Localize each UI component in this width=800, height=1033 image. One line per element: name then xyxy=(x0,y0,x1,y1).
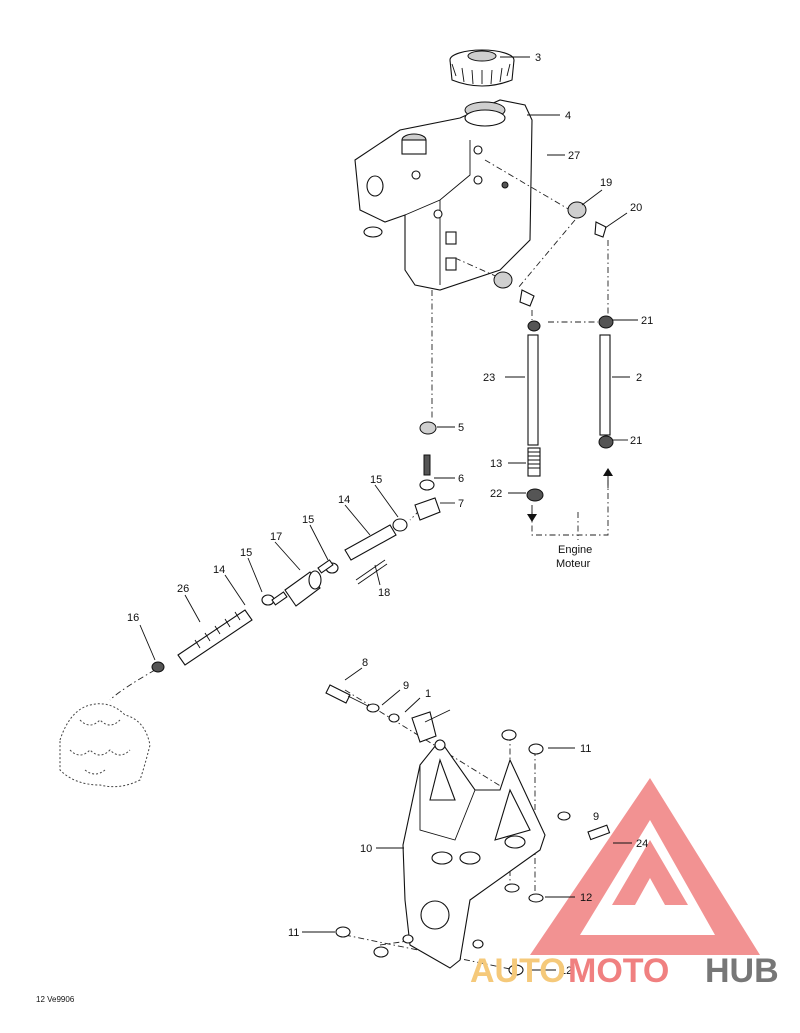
callout-13: 13 xyxy=(490,458,502,470)
fuel-cap-icon xyxy=(449,49,515,87)
oil-tank-icon xyxy=(354,99,533,291)
watermark-text: AUTO MOTO HUB xyxy=(470,952,779,990)
watermark-moto: MOTO xyxy=(568,952,669,990)
fuel-filter-icon xyxy=(271,559,334,607)
callout-8: 8 xyxy=(362,657,368,669)
callout-12-bottom: 12 xyxy=(560,965,572,977)
moteur-label: Moteur xyxy=(556,558,591,570)
callout-14-a: 14 xyxy=(338,494,350,506)
bracket-icon xyxy=(325,684,611,976)
callout-18: 18 xyxy=(378,587,390,599)
engine-label: Engine xyxy=(558,544,592,556)
callout-21-top: 21 xyxy=(641,315,653,327)
callout-23: 23 xyxy=(483,372,495,384)
callout-10: 10 xyxy=(360,843,372,855)
callout-11-bottom: 11 xyxy=(288,927,299,939)
hose-icon xyxy=(177,334,611,666)
callout-3: 3 xyxy=(535,52,541,64)
callout-15-a: 15 xyxy=(370,474,382,486)
callout-14-b: 14 xyxy=(213,564,225,576)
callout-12-mid: 12 xyxy=(580,892,592,904)
callout-5: 5 xyxy=(458,422,464,434)
callout-16: 16 xyxy=(127,612,139,624)
callout-26: 26 xyxy=(177,583,189,595)
watermark-auto: AUTO xyxy=(470,952,566,990)
callout-19: 19 xyxy=(600,177,612,189)
callout-20: 20 xyxy=(630,202,642,214)
callout-15-b: 15 xyxy=(302,514,314,526)
callout-15-c: 15 xyxy=(240,547,252,559)
callout-9-mid: 9 xyxy=(593,811,599,823)
callout-7: 7 xyxy=(458,498,464,510)
callout-labels: 3 4 27 19 20 21 23 2 5 21 13 6 15 22 7 1… xyxy=(127,52,653,977)
callout-2: 2 xyxy=(636,372,642,384)
callout-25: 27 xyxy=(568,150,580,162)
callout-11-top: 11 xyxy=(580,743,591,755)
watermark-triangle-icon xyxy=(530,778,760,955)
figure-code: 12 Ve9906 xyxy=(36,995,75,1004)
engine-label-group: Engine Moteur xyxy=(556,544,592,570)
callout-6: 6 xyxy=(458,473,464,485)
callout-22: 22 xyxy=(490,488,502,500)
callout-1: 1 xyxy=(425,688,431,700)
callout-24: 24 xyxy=(636,838,648,850)
fittings xyxy=(414,201,607,521)
callout-9-top: 9 xyxy=(403,680,409,692)
clamp-icon xyxy=(151,315,614,673)
leader-lines xyxy=(139,56,638,971)
engine-outline xyxy=(59,703,151,788)
flow-arrows xyxy=(527,468,613,522)
watermark-logo xyxy=(530,778,760,955)
callout-17: 17 xyxy=(270,531,282,543)
callout-4: 4 xyxy=(565,110,571,122)
watermark-hub: HUB xyxy=(705,952,779,990)
callout-21-bottom: 21 xyxy=(630,435,642,447)
